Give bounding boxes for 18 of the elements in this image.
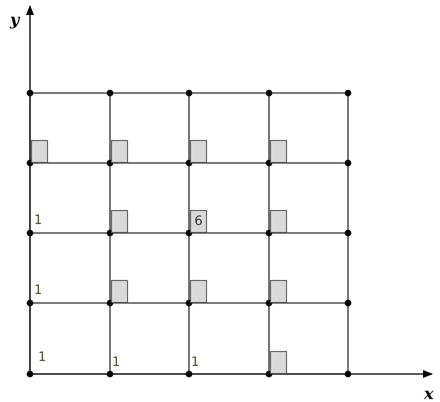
marker-square (270, 210, 287, 233)
marker-square (111, 210, 128, 233)
axis-label: x (424, 384, 434, 402)
number-square: 6 (190, 210, 207, 233)
marker-square (31, 140, 48, 163)
marker-square (190, 280, 207, 303)
marker-square (270, 351, 287, 374)
number-label: 1 (34, 283, 42, 298)
marker-square (270, 280, 287, 303)
number-label: 1 (191, 355, 199, 370)
number-label: 1 (34, 213, 42, 228)
number-label: 1 (112, 355, 120, 370)
marker-square (270, 140, 287, 163)
number-label: 1 (38, 350, 46, 365)
marker-square (190, 140, 207, 163)
marker-square (111, 140, 128, 163)
marker-square (111, 280, 128, 303)
axis-label: y (10, 10, 20, 29)
